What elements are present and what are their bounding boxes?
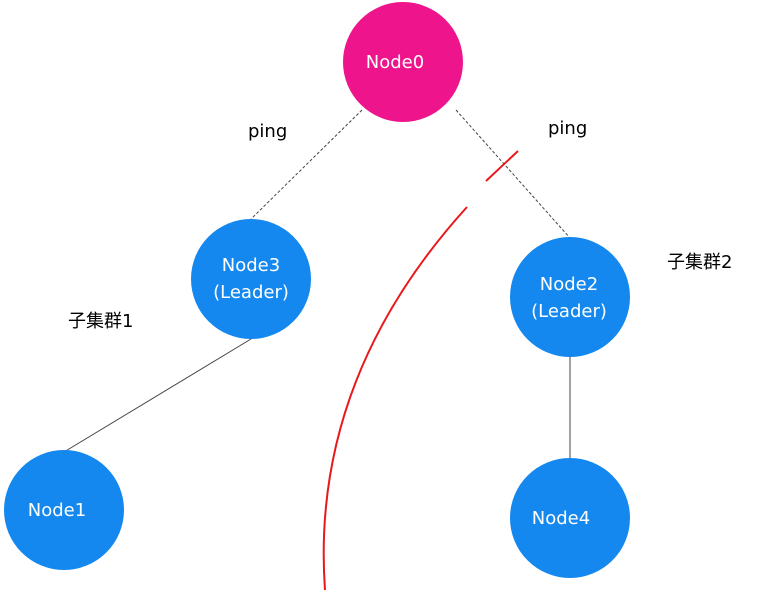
ping-label-left: ping [248, 121, 287, 142]
node3-label: Node3 [222, 255, 280, 276]
node2-label: Node2 [540, 274, 598, 295]
node0-label: Node0 [366, 52, 424, 73]
node0: Node0 [343, 2, 463, 122]
node1-circle [4, 450, 124, 570]
node4-circle [510, 458, 630, 578]
ping-label-right: ping [548, 118, 587, 139]
node4: Node4 [510, 458, 630, 578]
partition-cut-mark [485, 150, 519, 182]
node2: Node2 (Leader) [510, 237, 630, 357]
edge-node0-node3 [250, 109, 363, 220]
node4-label: Node4 [532, 508, 590, 529]
node3-role: (Leader) [213, 282, 289, 303]
edge-node3-node1 [63, 338, 252, 453]
node0-circle [343, 2, 463, 122]
node3: Node3 (Leader) [191, 219, 311, 339]
node2-role: (Leader) [531, 301, 607, 322]
node1: Node1 [4, 450, 124, 570]
cluster1-label: 子集群1 [68, 311, 134, 332]
edge-node0-node2 [455, 109, 571, 239]
node2-circle [510, 237, 630, 357]
node1-label: Node1 [28, 500, 86, 521]
cluster2-label: 子集群2 [667, 252, 733, 273]
node3-circle [191, 219, 311, 339]
partition-line [322, 206, 468, 591]
